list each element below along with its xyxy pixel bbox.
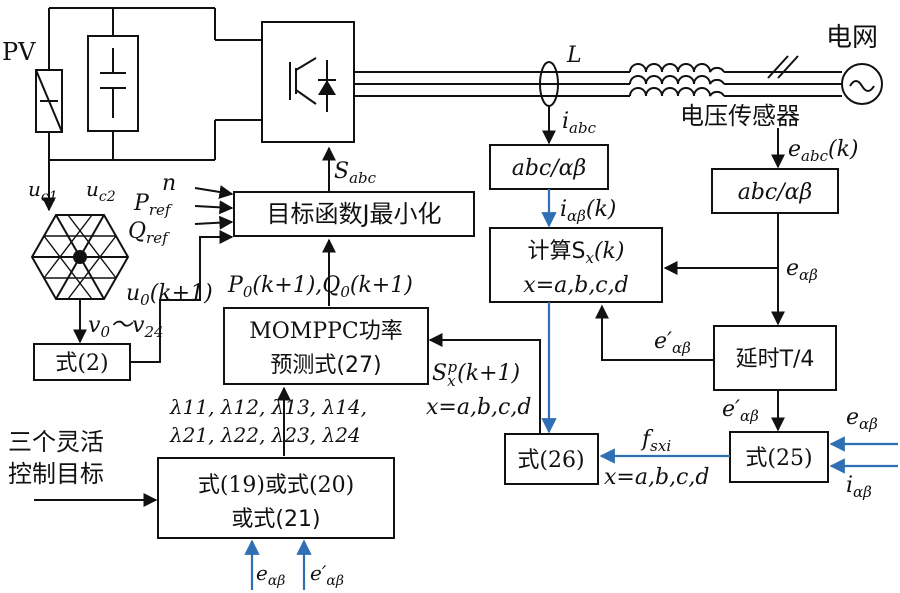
e-ab-label: eαβ xyxy=(786,256,818,284)
s-abc-label: Sabc xyxy=(334,159,377,187)
i-ab-k-label: iαβ(k) xyxy=(560,197,616,225)
bottom-e-label: eαβ xyxy=(256,561,285,589)
pv-panel: PV xyxy=(2,8,63,160)
svg-text:目标函数J最小化: 目标函数J最小化 xyxy=(266,200,441,228)
i-abc-label: iabc xyxy=(562,109,597,137)
svg-text:预测式(27): 预测式(27) xyxy=(270,353,381,378)
voltage-sensor-label: 电压传感器 xyxy=(680,102,800,130)
three-goals-line-1: 三个灵活 xyxy=(8,428,104,456)
u0-arrow xyxy=(130,230,234,363)
three-goals-line-2: 控制目标 xyxy=(8,460,104,488)
abc-ab-block-2: abc/αβ xyxy=(711,168,839,214)
abc-ab-block-1: abc/αβ xyxy=(489,144,609,190)
sxp-arrow xyxy=(428,333,541,434)
n-label: n xyxy=(162,171,176,196)
sxp-label: Sxp(k+1) xyxy=(432,358,520,390)
svg-text:延时T/4: 延时T/4 xyxy=(736,347,815,372)
qref-arrow xyxy=(194,215,234,230)
e-abc-k-label: eabc(k) xyxy=(788,137,858,165)
svg-text:计算Sx(k): 计算Sx(k) xyxy=(528,239,625,267)
ep-ab-to-calc-arrow xyxy=(595,304,714,361)
v0-v24-label: v0～v24 xyxy=(88,313,164,341)
x-abcd-label-1: x=a,b,c,d xyxy=(426,395,531,420)
inverter xyxy=(261,21,355,143)
lambda-row-1: λ11, λ12, λ13, λ14, xyxy=(169,395,367,419)
inductor-label: L xyxy=(566,43,582,68)
eq25-block: 式(25) xyxy=(729,431,829,483)
delay-block: 延时T/4 xyxy=(713,325,837,391)
calc-sx-block: 计算Sx(k) x=a,b,c,d xyxy=(489,227,663,303)
svg-text:式(19)或式(20): 式(19)或式(20) xyxy=(198,473,354,498)
bottom-ep-label: e′αβ xyxy=(310,561,344,589)
svg-text:或式(21): 或式(21) xyxy=(231,507,320,532)
pref-arrow xyxy=(194,200,234,215)
uc2-label: uc2 xyxy=(86,177,116,205)
lambda-row-2: λ21, λ22, λ23, λ24 xyxy=(169,423,361,447)
ep-ab-label-2: e′αβ xyxy=(722,397,759,425)
qref-label: Qref xyxy=(128,219,170,247)
fsxi-label: fsxi xyxy=(640,427,671,455)
e-ab-input-label: eαβ xyxy=(846,405,878,433)
grid-label: 电网 xyxy=(826,23,878,53)
i-ab-input-label: iαβ xyxy=(846,473,872,501)
space-vector-hexagon xyxy=(30,214,130,300)
momppc-block: MOMPPC功率 预测式(27) xyxy=(223,307,429,385)
pv-label: PV xyxy=(2,38,36,66)
eq2-block: 式(2) xyxy=(33,343,131,381)
objective-block: 目标函数J最小化 xyxy=(233,191,475,237)
dc-link xyxy=(49,7,262,161)
svg-text:式(26): 式(26) xyxy=(517,448,584,473)
eq19-block: 式(19)或式(20) 或式(21) xyxy=(157,457,395,539)
p0q0-label: P0(k+1),Q0(k+1) xyxy=(227,273,413,301)
svg-text:abc/αβ: abc/αβ xyxy=(512,156,587,181)
pref-label: Pref xyxy=(133,191,173,219)
svg-text:abc/αβ: abc/αβ xyxy=(738,180,813,205)
ep-ab-label-1: e′αβ xyxy=(654,329,691,357)
u0-label: u0(k+1) xyxy=(126,281,213,309)
svg-text:式(25): 式(25) xyxy=(745,446,812,471)
eq26-block: 式(26) xyxy=(504,433,599,485)
uc1-label: uc1 xyxy=(28,177,58,205)
svg-text:x=a,b,c,d: x=a,b,c,d xyxy=(523,273,628,298)
svg-text:MOMPPC功率: MOMPPC功率 xyxy=(249,319,403,344)
grid-source: 电网 xyxy=(826,23,883,105)
svg-text:式(2): 式(2) xyxy=(55,351,108,376)
x-abcd-label-2: x=a,b,c,d xyxy=(604,465,709,490)
three-phase-lines: L xyxy=(354,43,842,107)
n-arrow xyxy=(194,185,234,199)
